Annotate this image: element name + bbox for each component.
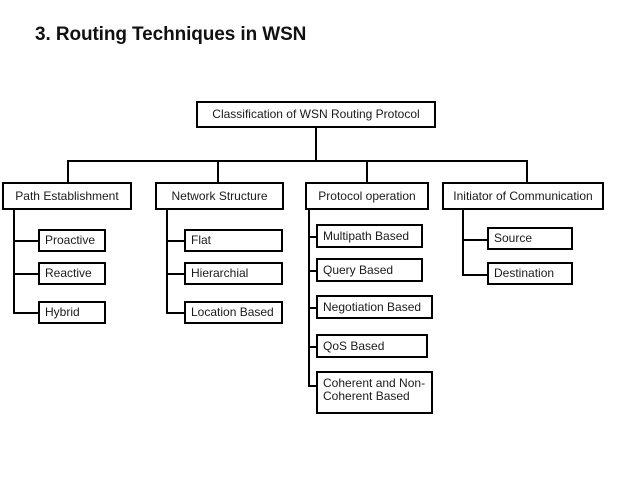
node-hybrid[interactable]: Hybrid <box>38 301 106 324</box>
node-initiator-of-communication[interactable]: Initiator of Communication <box>442 182 604 210</box>
node-label: Negotiation Based <box>323 299 422 314</box>
node-label: Location Based <box>191 305 274 320</box>
node-negotiation-based[interactable]: Negotiation Based <box>316 295 433 319</box>
node-source[interactable]: Source <box>487 227 573 250</box>
node-protocol-operation[interactable]: Protocol operation <box>305 182 429 210</box>
connector-drop-path-establishment <box>67 160 69 182</box>
connector-rail-initiator <box>462 210 464 276</box>
node-location-based[interactable]: Location Based <box>184 301 283 324</box>
connector-stub-query-based <box>308 270 318 272</box>
node-qos-based[interactable]: QoS Based <box>316 334 428 358</box>
connector-stub-hierarchial <box>166 273 186 275</box>
node-label: Network Structure <box>171 188 268 203</box>
node-coherent-and-non-coherent-based[interactable]: Coherent and Non- Coherent Based <box>316 371 433 414</box>
connector-stub-hybrid <box>13 312 40 314</box>
connector-drop-protocol-operation <box>366 160 368 182</box>
node-label: Destination <box>494 266 555 281</box>
connector-rail-protocol-operation <box>308 210 310 387</box>
node-label: Reactive <box>45 266 92 281</box>
connector-stub-destination <box>462 274 489 276</box>
node-proactive[interactable]: Proactive <box>38 229 106 252</box>
node-label: Hierarchial <box>191 266 249 281</box>
node-query-based[interactable]: Query Based <box>316 258 423 282</box>
connector-rail-path-establishment <box>13 210 15 314</box>
node-label: Protocol operation <box>318 188 416 203</box>
node-multipath-based[interactable]: Multipath Based <box>316 224 423 248</box>
node-label: Hybrid <box>45 305 80 320</box>
node-label: Classification of WSN Routing Protocol <box>212 107 420 122</box>
connector-stub-location-based <box>166 312 186 314</box>
node-path-establishment[interactable]: Path Establishment <box>2 182 132 210</box>
connector-rail-network-structure <box>166 210 168 314</box>
node-label: Flat <box>191 233 212 248</box>
node-network-structure[interactable]: Network Structure <box>155 182 284 210</box>
node-label: Multipath Based <box>323 228 410 243</box>
node-label: Source <box>494 231 533 246</box>
connector-drop-initiator <box>526 160 528 182</box>
node-label: Coherent and Non- Coherent Based <box>323 376 426 403</box>
connector-level2-bus <box>67 160 528 162</box>
connector-stub-coherent-based <box>308 385 318 387</box>
node-reactive[interactable]: Reactive <box>38 262 106 285</box>
node-label: Initiator of Communication <box>453 188 593 203</box>
connector-stub-source <box>462 239 489 241</box>
connector-drop-network-structure <box>217 160 219 182</box>
connector-root-stem <box>315 128 317 161</box>
node-label: QoS Based <box>323 338 385 353</box>
node-label: Path Establishment <box>15 188 119 203</box>
connector-stub-proactive <box>13 240 40 242</box>
node-label: Proactive <box>45 233 96 248</box>
node-hierarchial[interactable]: Hierarchial <box>184 262 283 285</box>
connector-stub-negotiation-based <box>308 307 318 309</box>
connector-stub-qos-based <box>308 346 318 348</box>
connector-stub-reactive <box>13 273 40 275</box>
page-title: 3. Routing Techniques in WSN <box>35 24 307 45</box>
node-flat[interactable]: Flat <box>184 229 283 252</box>
connector-stub-multipath-based <box>308 236 318 238</box>
node-destination[interactable]: Destination <box>487 262 573 285</box>
node-root-classification[interactable]: Classification of WSN Routing Protocol <box>196 101 436 128</box>
node-label: Query Based <box>323 262 394 277</box>
connector-stub-flat <box>166 240 186 242</box>
